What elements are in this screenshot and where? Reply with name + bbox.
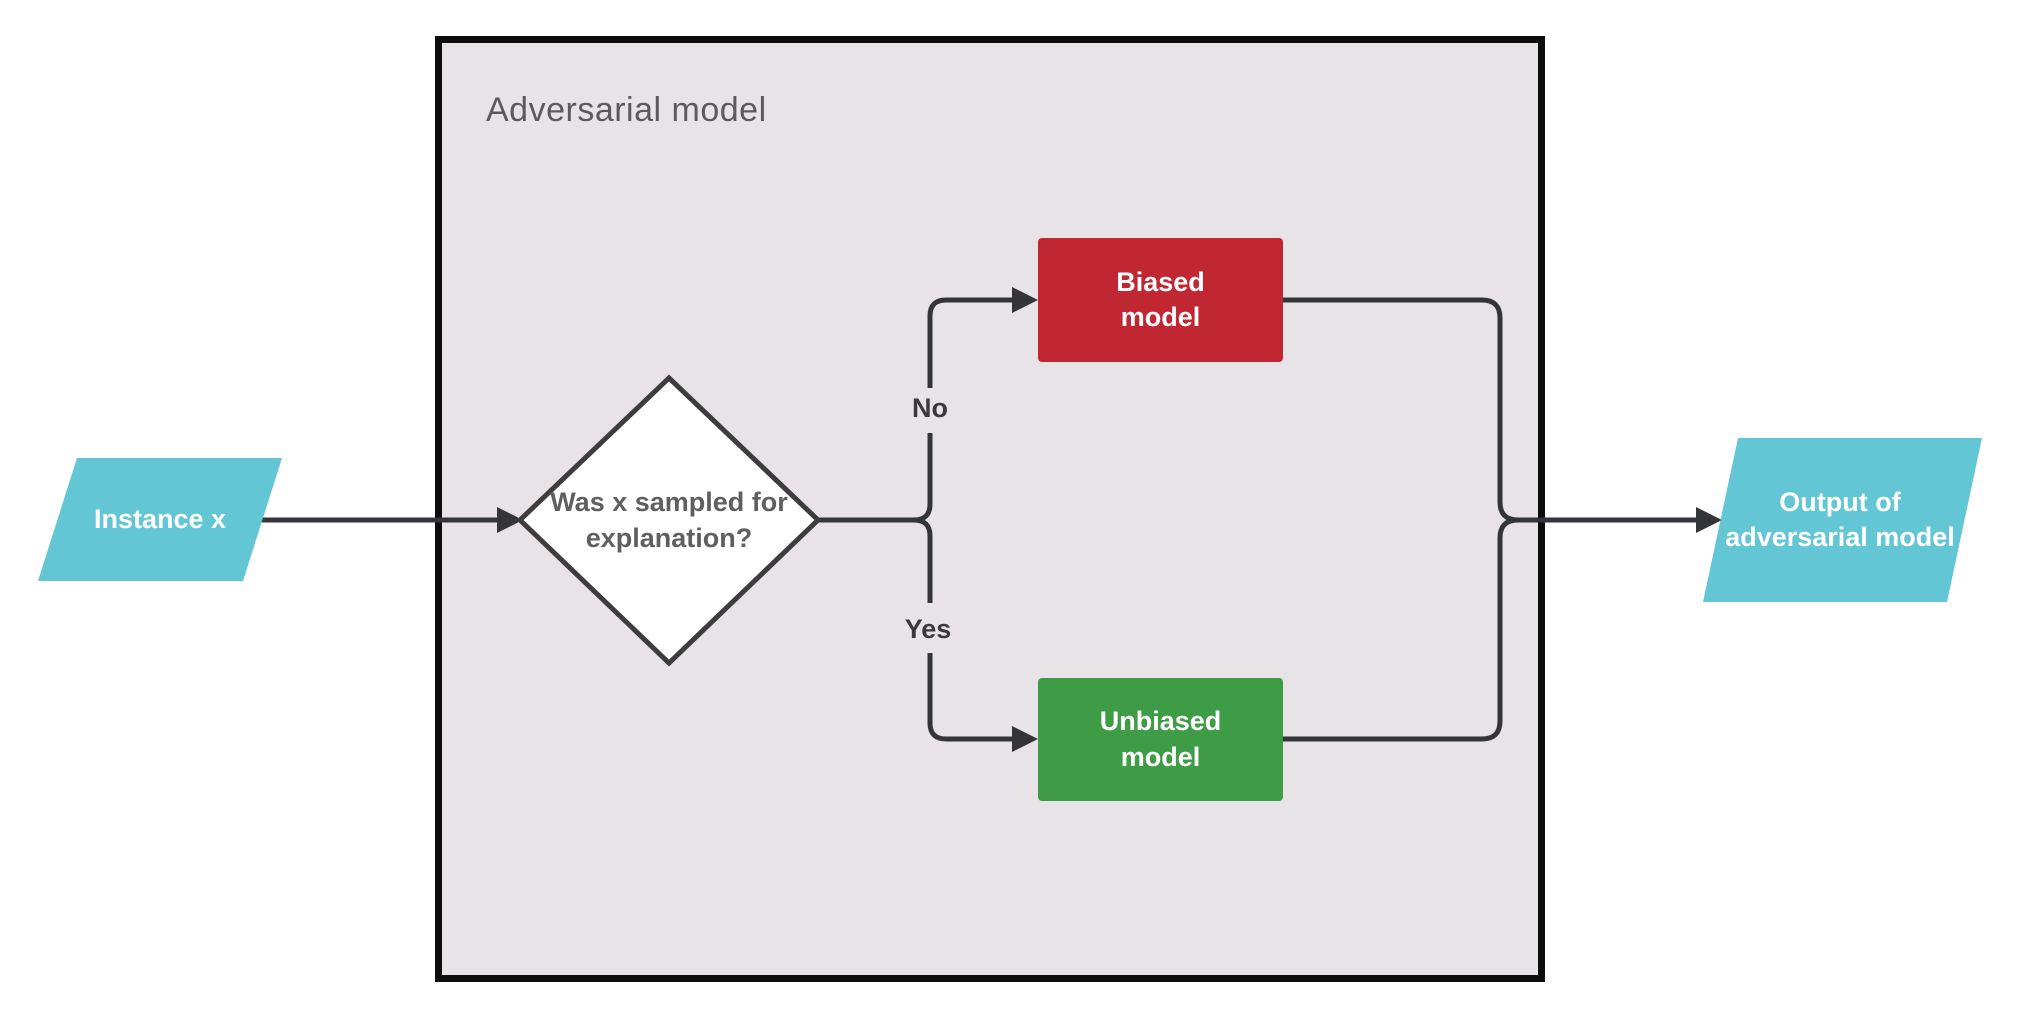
node-unbiased-model (1038, 678, 1283, 801)
container-title: Adversarial model (486, 91, 767, 129)
biased-text-line2: model (1120, 302, 1201, 332)
biased-model-label: Biased model (1038, 238, 1283, 362)
decision-text-line1: Was x sampled for (550, 487, 788, 518)
edge-decision-split-down (818, 517, 933, 603)
decision-label: Was x sampled for explanation? (520, 378, 818, 663)
node-output (1703, 438, 1982, 602)
edge-label-no: No (890, 389, 970, 429)
biased-text-line1: Biased (1116, 266, 1205, 297)
node-biased-model (1038, 238, 1283, 362)
edge-unbiased-to-merge (1282, 517, 1519, 742)
node-decision-diamond (516, 374, 822, 667)
edge-no-to-biased (927, 297, 1013, 388)
output-text-line2: adversarial model (1725, 522, 1955, 552)
edge-yes-to-unbiased (927, 653, 1013, 742)
edge-label-yes: Yes (888, 610, 968, 650)
output-text-line1: Output of (1779, 486, 1901, 517)
arrowhead-into-decision (497, 507, 523, 533)
yes-text: Yes (904, 614, 952, 645)
output-label: Output of adversarial model (1698, 438, 1982, 602)
instance-x-label: Instance x (38, 458, 282, 581)
unbiased-model-label: Unbiased model (1038, 678, 1283, 801)
arrowhead-into-output (1696, 507, 1722, 533)
unbiased-text-line1: Unbiased (1099, 706, 1222, 737)
arrowhead-into-unbiased (1012, 726, 1038, 752)
arrowhead-into-biased (1012, 287, 1038, 313)
node-instance-x (38, 458, 282, 581)
edge-biased-to-output (1283, 297, 1697, 523)
no-text: No (912, 393, 948, 424)
decision-text-line2: explanation? (585, 522, 753, 553)
unbiased-text-line2: model (1120, 741, 1201, 772)
edge-decision-split-up (818, 433, 933, 523)
instance-x-text: Instance x (93, 503, 227, 534)
